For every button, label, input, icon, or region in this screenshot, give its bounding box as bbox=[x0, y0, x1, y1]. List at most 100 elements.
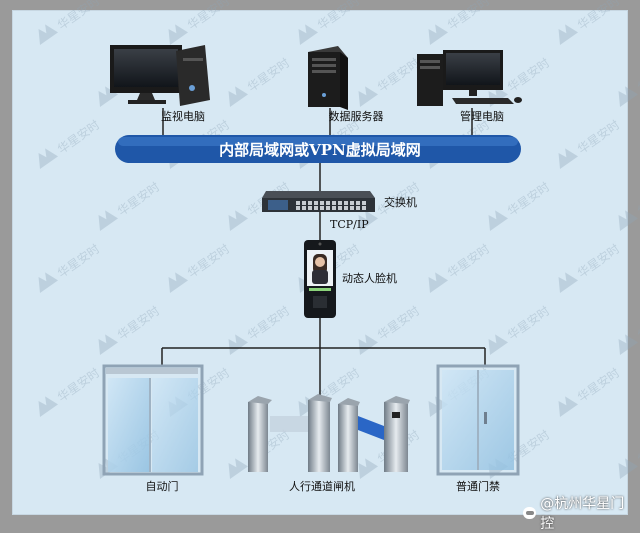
watermark-logo-icon bbox=[38, 24, 59, 45]
watermark-text: 华星安时 bbox=[244, 303, 292, 343]
switch-port bbox=[362, 206, 366, 210]
watermark-logo-icon bbox=[488, 334, 509, 355]
watermark-logo-icon bbox=[558, 24, 579, 45]
access-door-label: 普通门禁 bbox=[456, 479, 500, 493]
watermark-logo-icon bbox=[558, 148, 579, 169]
watermark-logo-icon bbox=[38, 272, 59, 293]
watermark-logo-icon bbox=[618, 334, 639, 355]
monitoring-pc: 监视电脑 bbox=[110, 45, 210, 123]
watermark-text: 华星安时 bbox=[574, 0, 622, 33]
watermark-text: 华星安时 bbox=[374, 55, 422, 95]
automatic-door-label: 自动门 bbox=[146, 479, 179, 493]
watermark: 华星安时 bbox=[168, 0, 232, 45]
watermark: 华星安时 bbox=[618, 179, 640, 231]
turnstile-gates: 人行通道闸机 bbox=[248, 394, 410, 493]
watermark-text: 华星安时 bbox=[504, 179, 552, 219]
watermark-text: 华星安时 bbox=[184, 0, 232, 33]
switch-port bbox=[314, 206, 318, 210]
watermark: 华星安时 bbox=[558, 117, 622, 169]
watermark-logo-icon bbox=[228, 86, 249, 107]
watermark: 华星安时 bbox=[428, 0, 492, 45]
watermark-logo-icon bbox=[618, 210, 639, 231]
watermark-text: 华星安时 bbox=[54, 365, 102, 405]
watermark-text: 华星安时 bbox=[54, 241, 102, 281]
watermark: 华星安时 bbox=[98, 303, 162, 355]
switch-port bbox=[302, 206, 306, 210]
watermark-text: 华星安时 bbox=[314, 0, 362, 33]
chat-bubble-icon bbox=[523, 507, 537, 519]
data-server-label: 数据服务器 bbox=[329, 109, 384, 123]
watermark-text: 华星安时 bbox=[244, 55, 292, 95]
footer-text: @杭州华星门控 bbox=[540, 496, 625, 532]
connection-lines bbox=[161, 108, 486, 398]
watermark-logo-icon bbox=[228, 210, 249, 231]
watermark-text: 华星安时 bbox=[574, 241, 622, 281]
watermark: 华星安时 bbox=[488, 179, 552, 231]
watermark: 华星安时 bbox=[618, 55, 640, 107]
watermark: 华星安时 bbox=[298, 0, 362, 45]
watermark-text: 华星安时 bbox=[444, 0, 492, 33]
switch-port bbox=[350, 206, 354, 210]
watermark: 华星安时 bbox=[618, 427, 640, 479]
watermark: 华星安时 bbox=[558, 365, 622, 417]
watermark-logo-icon bbox=[358, 334, 379, 355]
automatic-door: 自动门 bbox=[102, 364, 204, 493]
watermark-logo-icon bbox=[488, 210, 509, 231]
switch-port bbox=[326, 201, 330, 205]
watermark: 华星安时 bbox=[168, 241, 232, 293]
footer-credit: @杭州华星门控 bbox=[523, 496, 633, 532]
watermark-logo-icon bbox=[558, 396, 579, 417]
data-server: 数据服务器 bbox=[308, 46, 384, 123]
watermark-logo-icon bbox=[358, 210, 379, 231]
watermark-logo-icon bbox=[228, 458, 249, 479]
watermark-text: 华星安时 bbox=[504, 55, 552, 95]
switch-port bbox=[314, 201, 318, 205]
watermark: 华星安时 bbox=[358, 303, 422, 355]
watermark-text: 华星安时 bbox=[634, 303, 640, 343]
watermark: 华星安时 bbox=[358, 55, 422, 107]
network-bar: 内部局域网或VPN虚拟局域网 bbox=[115, 135, 521, 163]
switch-port bbox=[344, 201, 348, 205]
watermark-text: 华星安时 bbox=[54, 0, 102, 33]
watermark-logo-icon bbox=[38, 148, 59, 169]
network-switch: 交换机 bbox=[262, 191, 417, 212]
watermark-logo-icon bbox=[618, 86, 639, 107]
switch-port bbox=[332, 206, 336, 210]
protocol-label: TCP/IP bbox=[330, 218, 369, 231]
switch-port bbox=[356, 201, 360, 205]
watermark: 华星安时 bbox=[558, 241, 622, 293]
switch-label: 交换机 bbox=[384, 195, 417, 209]
watermark: 华星安时 bbox=[38, 117, 102, 169]
switch-port bbox=[296, 201, 300, 205]
watermark-logo-icon bbox=[358, 86, 379, 107]
watermark-logo-icon bbox=[558, 272, 579, 293]
watermark-logo-icon bbox=[298, 24, 319, 45]
watermark-logo-icon bbox=[358, 458, 379, 479]
watermark-logo-icon bbox=[38, 396, 59, 417]
switch-port bbox=[332, 201, 336, 205]
watermark-logo-icon bbox=[98, 210, 119, 231]
watermark-logo-icon bbox=[168, 272, 189, 293]
watermark-text: 华星安时 bbox=[634, 55, 640, 95]
watermark: 华星安时 bbox=[488, 303, 552, 355]
watermark-text: 华星安时 bbox=[634, 179, 640, 219]
watermark-logo-icon bbox=[168, 24, 189, 45]
monitoring-pc-label: 监视电脑 bbox=[161, 109, 205, 123]
watermark-logo-icon bbox=[98, 334, 119, 355]
watermark-text: 华星安时 bbox=[374, 303, 422, 343]
management-pc-label: 管理电脑 bbox=[460, 109, 504, 123]
watermark: 华星安时 bbox=[38, 0, 102, 45]
face-terminal: 动态人脸机 bbox=[304, 240, 397, 318]
watermark: 华星安时 bbox=[98, 179, 162, 231]
switch-port bbox=[338, 206, 342, 210]
turnstile-label: 人行通道闸机 bbox=[289, 479, 355, 493]
management-pc: 管理电脑 bbox=[417, 50, 522, 123]
switch-port bbox=[344, 206, 348, 210]
watermark-text: 华星安时 bbox=[574, 117, 622, 157]
watermark: 华星安时 bbox=[228, 55, 292, 107]
switch-port bbox=[308, 206, 312, 210]
switch-port bbox=[362, 201, 366, 205]
watermark: 华星安时 bbox=[38, 241, 102, 293]
